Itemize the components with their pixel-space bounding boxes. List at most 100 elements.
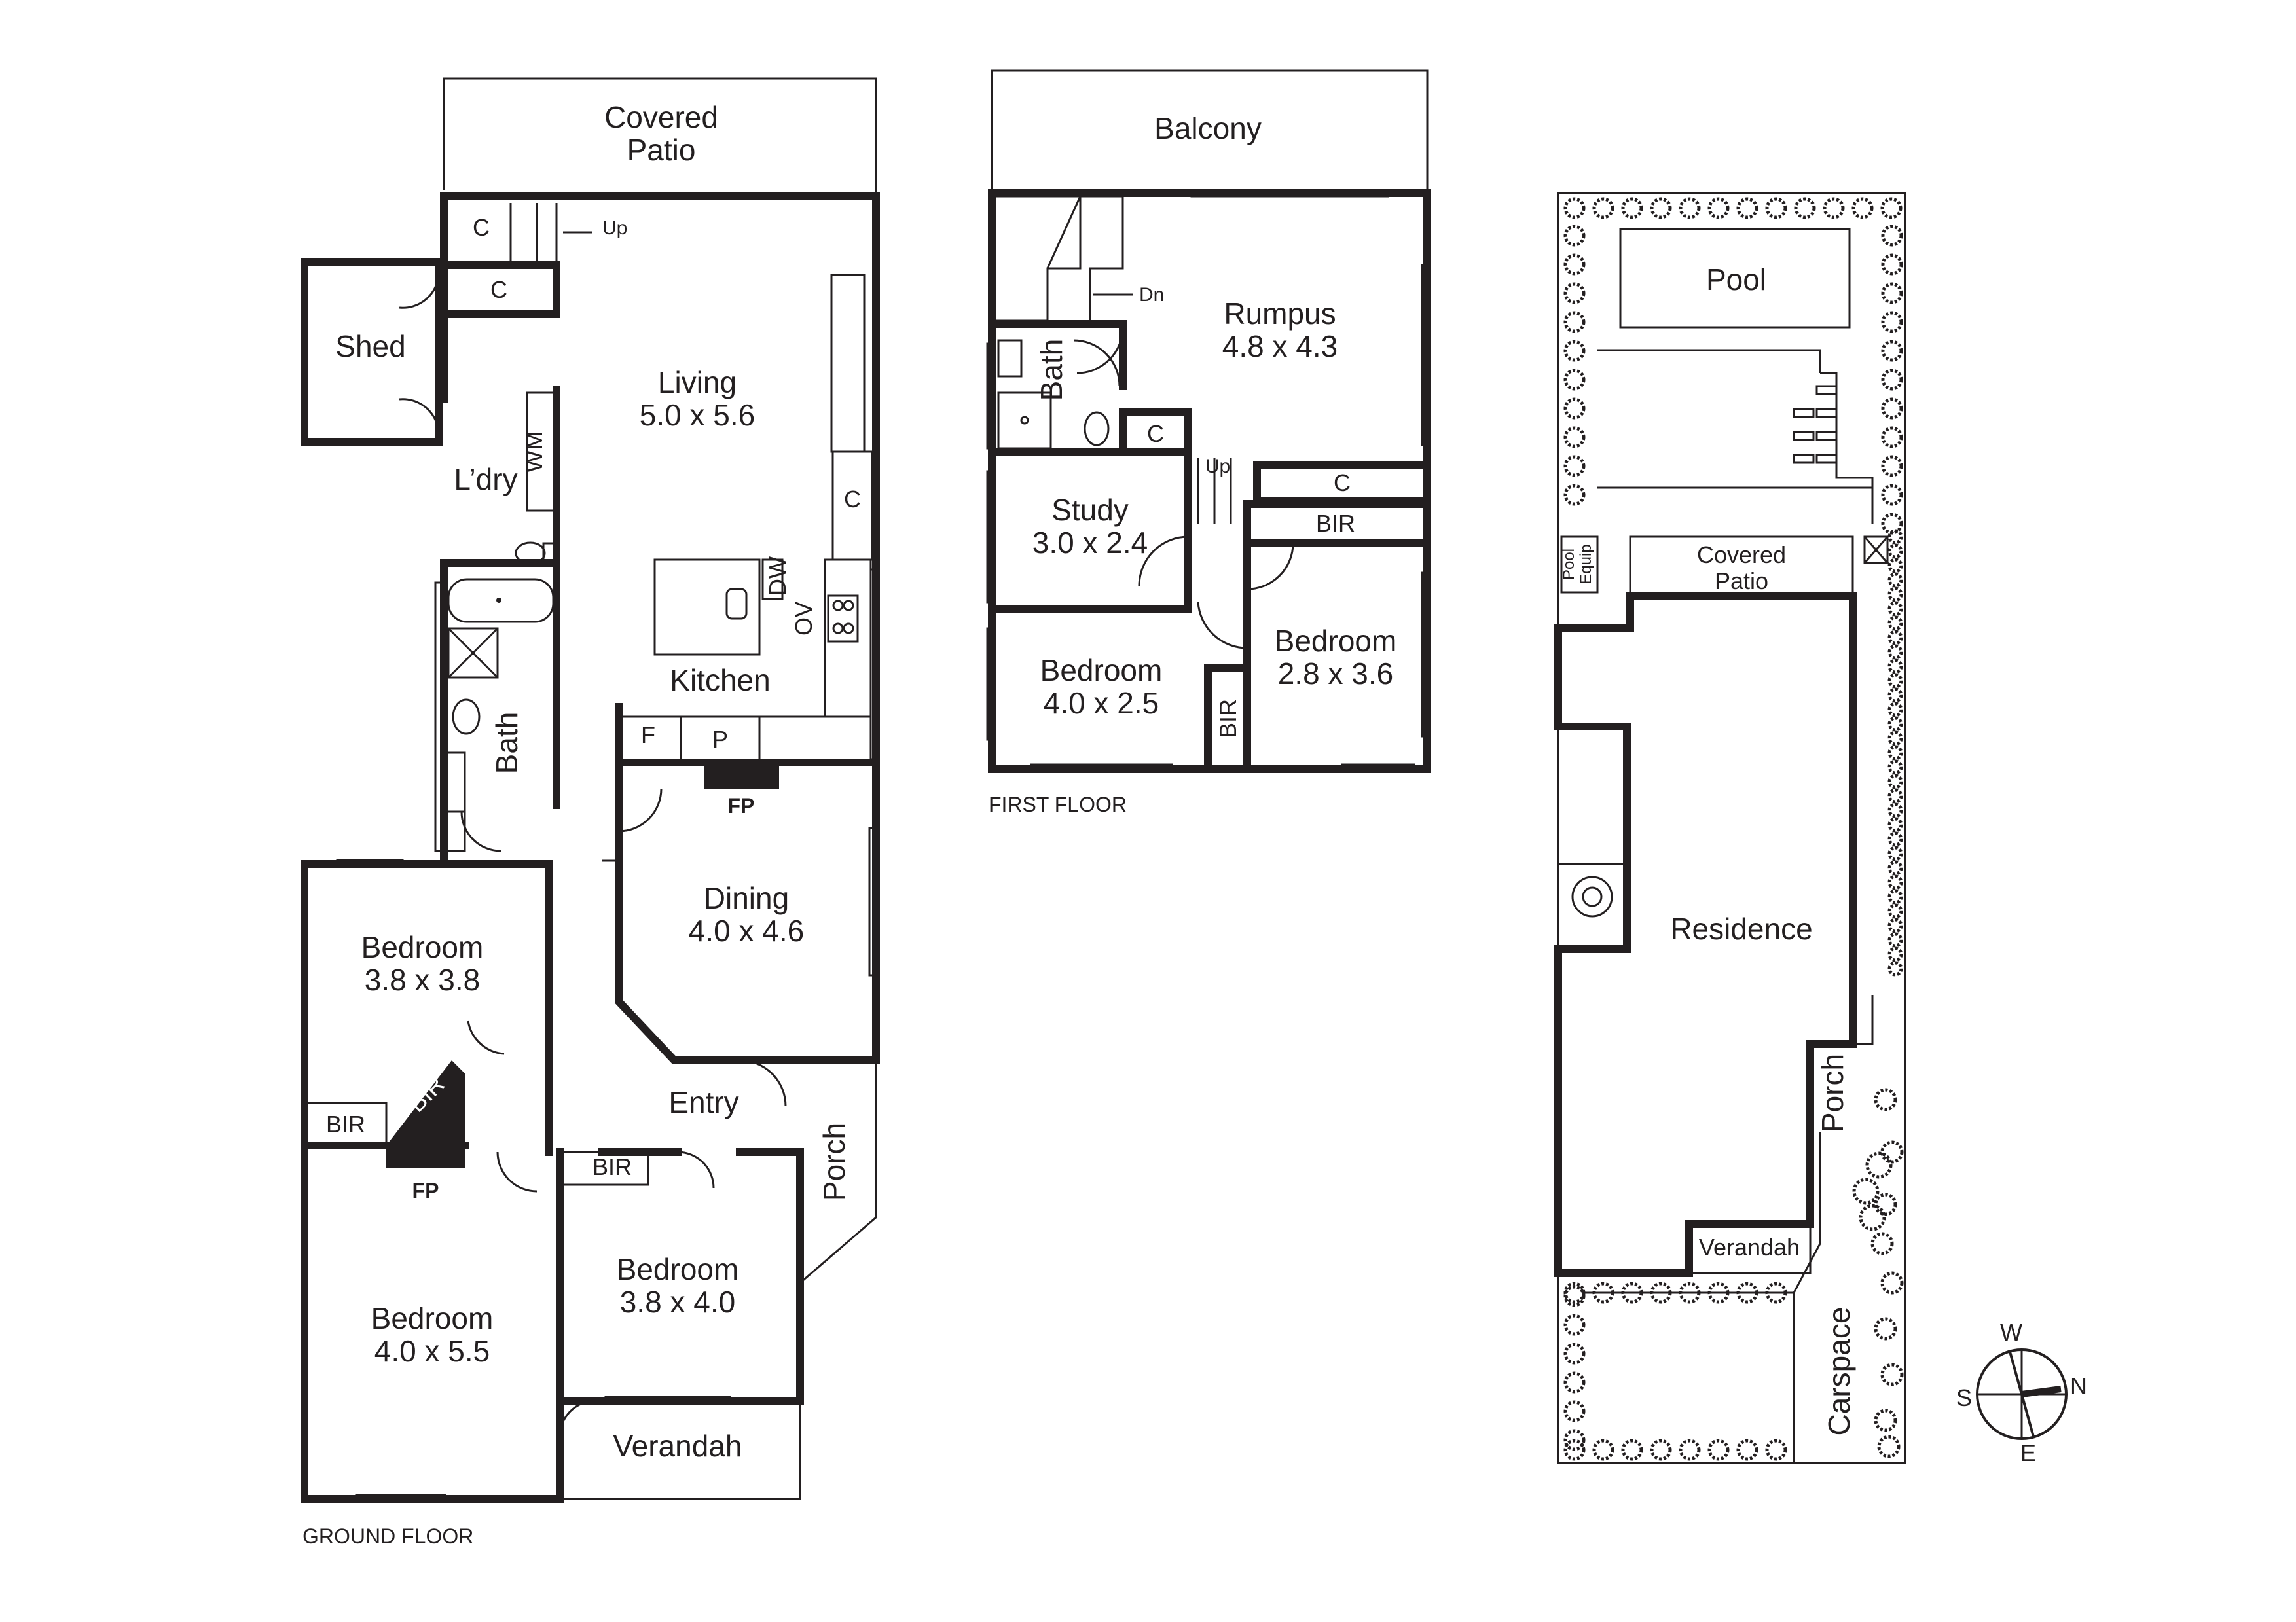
shrub-icon: [1887, 802, 1903, 818]
shrub-icon: [1887, 860, 1903, 876]
rumpus-size-label: 4.8 x 4.3: [1222, 329, 1338, 363]
ground-floor-plan: [301, 77, 880, 1503]
compass-icon: W N S E: [1956, 1319, 2087, 1466]
site-plan: [1554, 192, 1906, 1464]
shrub-icon: [1736, 1282, 1758, 1304]
first-floor-labels: Balcony Rumpus 4.8 x 4.3 Dn Up Bath C St…: [989, 111, 1396, 816]
shrub-icon: [1563, 1429, 1586, 1451]
shrub-icon: [1874, 1317, 1897, 1341]
site-porch-label: Porch: [1815, 1054, 1850, 1132]
entry-label: Entry: [668, 1085, 738, 1119]
shrub-icon: [1563, 1282, 1586, 1304]
laundry-label: L’dry: [454, 462, 517, 496]
site-covered-patio-label-1: Covered: [1697, 541, 1786, 568]
rumpus-label: Rumpus: [1224, 297, 1336, 331]
shrub-icon: [1563, 1439, 1586, 1461]
shrub-icon: [1887, 788, 1903, 804]
shrub-icon: [1851, 197, 1874, 219]
verandah-label: Verandah: [613, 1429, 742, 1463]
shrub-icon: [1887, 759, 1903, 775]
shrub-icon: [1887, 716, 1903, 732]
shrub-icon: [1765, 1439, 1787, 1461]
bedroom-left-first-size-label: 4.0 x 2.5: [1044, 686, 1159, 720]
shrub-icon: [1887, 918, 1903, 933]
shrub-icon: [1887, 644, 1903, 660]
cupboard-corridor-label: C: [1334, 469, 1351, 496]
shrub-icon: [1563, 1400, 1586, 1422]
shrub-icon: [1887, 932, 1903, 948]
cooktop-icon: [827, 594, 859, 643]
bedroom-right-size-label: 3.8 x 4.0: [620, 1285, 735, 1319]
shrub-icon: [1877, 1435, 1901, 1458]
dishwasher-label: DW: [764, 556, 791, 596]
shrub-icon: [1887, 817, 1903, 833]
carspace-label: Carspace: [1822, 1307, 1856, 1436]
bedroom-rear-size-label: 4.0 x 5.5: [374, 1334, 490, 1368]
shrub-icon: [1887, 615, 1903, 631]
shrub-icon: [1563, 397, 1586, 420]
shrub-icon: [1881, 426, 1903, 448]
fireplace-dining-label: FP: [728, 794, 755, 818]
pool-equip-label-1: Pool: [1560, 549, 1578, 580]
shower-icon: [447, 627, 499, 679]
first-floor-bath-label: Bath: [1034, 339, 1068, 401]
shrub-icon: [1887, 529, 1903, 545]
shrub-icon: [1881, 311, 1903, 333]
dining-label: Dining: [704, 881, 789, 915]
ground-floor-labels: Covered Patio Shed L’dry WM Living 5.0 x…: [302, 100, 861, 1548]
shrub-icon: [1592, 1282, 1614, 1304]
shrub-icon: [1859, 1204, 1886, 1231]
shrub-icon: [1736, 197, 1758, 219]
shrub-icon: [1621, 1282, 1643, 1304]
shrub-icon: [1881, 340, 1903, 362]
cupboard-stairs-label: C: [473, 214, 490, 241]
balcony-label: Balcony: [1154, 111, 1262, 145]
bathtub-icon: [447, 578, 555, 623]
cupboard-hall-label: C: [490, 276, 507, 303]
shrub-icon: [1563, 311, 1586, 333]
stairs-down-label: Dn: [1139, 284, 1164, 306]
bedroom-left-first-label: Bedroom: [1040, 653, 1163, 687]
shrub-icon: [1887, 946, 1903, 962]
shrub-icon: [1887, 543, 1903, 559]
shrub-icon: [1736, 1439, 1758, 1461]
shrub-icon: [1881, 369, 1903, 391]
shrub-icon: [1563, 455, 1586, 477]
shrub-icon: [1881, 484, 1903, 506]
shrub-icon: [1621, 197, 1643, 219]
compass-east-label: E: [2020, 1439, 2036, 1466]
shrub-icon: [1563, 426, 1586, 448]
toilet-icon: [1084, 411, 1110, 446]
shrub-icon: [1887, 586, 1903, 602]
shrub-icon: [1881, 282, 1903, 304]
shrub-icon: [1650, 1282, 1672, 1304]
shrub-icon: [1880, 1363, 1904, 1386]
shrub-icon: [1563, 253, 1586, 276]
shrub-icon: [1823, 197, 1845, 219]
living-label: Living: [658, 365, 737, 399]
shrub-icon: [1563, 484, 1586, 506]
shed-label: Shed: [335, 329, 405, 363]
cupboard-living-label: C: [844, 486, 861, 513]
bir-corridor-label: BIR: [1316, 510, 1355, 537]
shrub-icon: [1887, 730, 1903, 746]
pool-equip-label-2: Equip: [1577, 544, 1595, 584]
shrub-icon: [1679, 1282, 1701, 1304]
bath-label: Bath: [490, 712, 524, 774]
shrub-icon: [1880, 1271, 1904, 1295]
toilet-icon: [515, 541, 555, 565]
compass-west-label: W: [2000, 1319, 2022, 1346]
shrub-icon: [1621, 1439, 1643, 1461]
dining-size-label: 4.0 x 4.6: [689, 914, 804, 948]
covered-patio-label-2: Patio: [627, 133, 696, 167]
ground-floor-caption: GROUND FLOOR: [302, 1524, 473, 1548]
shrub-icon: [1679, 197, 1701, 219]
shrub-icon: [1874, 1409, 1897, 1432]
shrub-icon: [1887, 630, 1903, 645]
study-size-label: 3.0 x 2.4: [1032, 526, 1148, 560]
bedroom-rear-label: Bedroom: [371, 1301, 494, 1335]
toilet-icon: [452, 698, 481, 735]
first-floor-plan: [986, 69, 1431, 773]
stairs-up-label-first: Up: [1205, 456, 1230, 477]
shrub-icon: [1881, 455, 1903, 477]
